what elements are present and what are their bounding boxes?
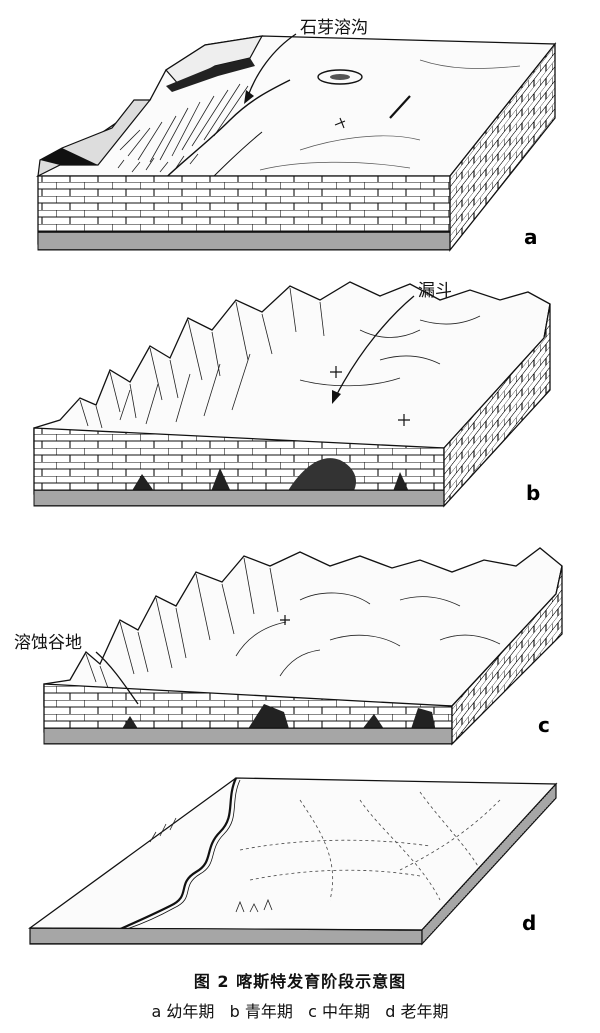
panel-label-d: d [522, 911, 536, 935]
figure-caption-title: 图 2 喀斯特发育阶段示意图 [193, 972, 407, 991]
block-diagram-c [43, 547, 563, 746]
valley-leader-line [95, 651, 139, 705]
panel-label-b: b [526, 481, 540, 505]
funnel-arrowhead [332, 390, 341, 404]
funnel-leader-arrow [335, 295, 415, 397]
block-diagram-b [33, 281, 551, 508]
lapies-label: 石芽溶沟 [300, 18, 368, 38]
lapies-arrowhead [244, 90, 254, 104]
panel-label-a: a [524, 225, 538, 249]
block-diagram-d [28, 777, 558, 946]
valley-label: 溶蚀谷地 [14, 633, 82, 653]
figure-caption-stages: a 幼年期 b 青年期 c 中年期 d 老年期 [151, 1002, 449, 1021]
block-diagram-a [35, 35, 557, 252]
lapies-leader-arrow [247, 33, 297, 97]
funnel-label: 漏斗 [418, 281, 452, 301]
panel-label-c: c [538, 713, 550, 737]
